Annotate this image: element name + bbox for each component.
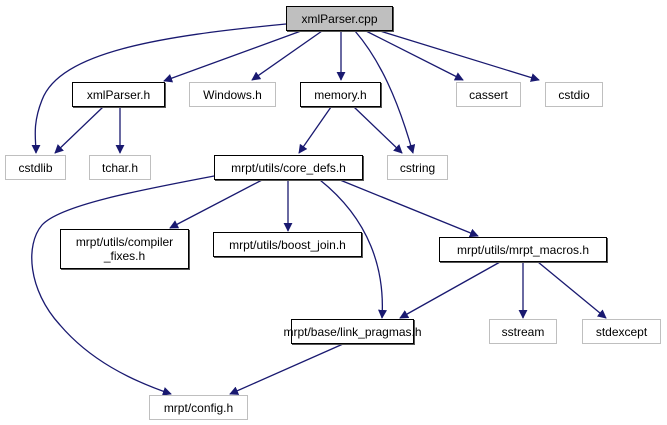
node-cstdio: cstdio <box>545 82 603 107</box>
node-boost-join-h[interactable]: mrpt/utils/boost_join.h <box>213 232 362 257</box>
node-config-h: mrpt/config.h <box>149 395 248 420</box>
node-link-pragmas-h[interactable]: mrpt/base/link_pragmas.h <box>283 319 422 344</box>
edge-mrpt-macros-h-to-stdexcept <box>537 261 607 319</box>
edge-core-defs-h-to-compiler-fixes-h <box>169 179 263 229</box>
edge-core-defs-h-to-link-pragmas-h <box>319 179 387 319</box>
edge-xmlparser-cpp-to-cassert <box>365 30 464 81</box>
node-xmlparser-h[interactable]: xmlParser.h <box>72 82 165 107</box>
node-compiler-fixes-h[interactable]: mrpt/utils/compiler _fixes.h <box>60 229 189 269</box>
node-stdexcept: stdexcept <box>582 319 661 344</box>
node-sstream: sstream <box>489 319 557 344</box>
edge-xmlparser-cpp-to-cstdlib <box>31 23 287 154</box>
node-cstdlib: cstdlib <box>5 155 66 180</box>
edge-link-pragmas-h-to-config-h <box>229 343 344 395</box>
node-memory-h[interactable]: memory.h <box>300 82 381 107</box>
edge-core-defs-h-to-config-h <box>31 175 215 396</box>
node-windows-h: Windows.h <box>189 82 276 107</box>
edge-xmlparser-h-to-cstdlib <box>54 106 104 154</box>
edge-mrpt-macros-h-to-link-pragmas-h <box>399 261 501 319</box>
node-tchar-h: tchar.h <box>89 155 151 180</box>
edge-memory-h-to-core-defs-h <box>298 106 332 154</box>
node-cstring: cstring <box>387 155 448 180</box>
edge-xmlparser-cpp-to-windows-h <box>251 30 323 81</box>
edge-xmlparser-cpp-to-xmlparser-h <box>163 30 302 83</box>
edge-xmlparser-cpp-to-cstdio <box>379 30 540 82</box>
node-mrpt-macros-h[interactable]: mrpt/utils/mrpt_macros.h <box>439 237 607 262</box>
edge-memory-h-to-cstring <box>353 106 403 154</box>
edge-xmlparser-cpp-to-cstring <box>354 30 416 154</box>
edge-core-defs-h-to-mrpt-macros-h <box>339 179 479 238</box>
node-core-defs-h[interactable]: mrpt/utils/core_defs.h <box>214 155 363 180</box>
node-xmlparser-cpp[interactable]: xmlParser.cpp <box>286 6 393 31</box>
node-cassert: cassert <box>456 82 521 107</box>
